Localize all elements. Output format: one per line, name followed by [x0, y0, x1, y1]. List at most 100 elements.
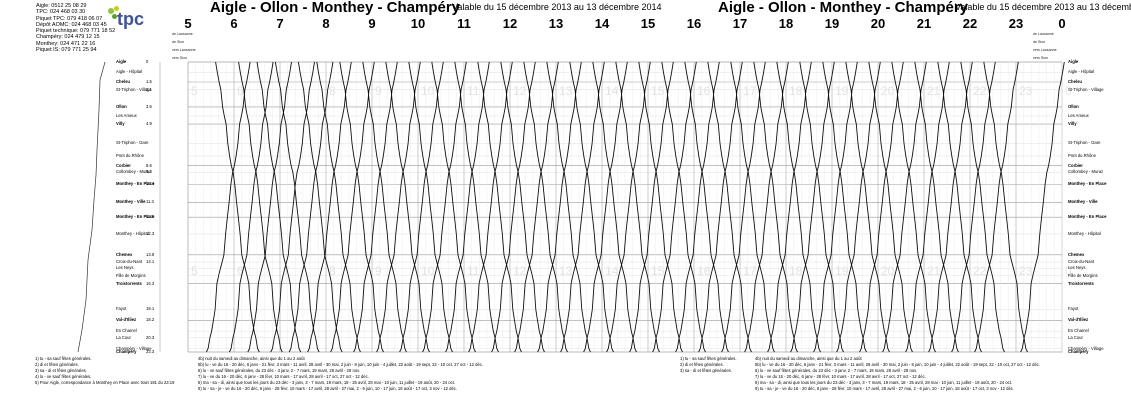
contact-line: Dépôt AOMC: 024 468 03 45: [36, 21, 107, 28]
trip-line-down: [454, 61, 499, 353]
note-line: 6) lu - ve sauf fêtes générales, du 23 d…: [755, 368, 918, 373]
station-label: Les Ameux: [1068, 112, 1089, 118]
station-label-left: Val-d'Illiez: [116, 317, 137, 323]
logo-text: tpc: [117, 9, 144, 29]
station-label-left: Pont du Rhône: [116, 152, 144, 158]
page-title: Aigle - Ollon - Monthey - Champéry: [210, 0, 461, 16]
station-label-left: En Chamel: [116, 328, 137, 334]
trip-line-down: [569, 61, 614, 353]
trip-line-up: [270, 61, 315, 353]
trip-line-up: [905, 61, 950, 353]
trip-line-up: [1020, 61, 1065, 353]
station-label-left: Aigle - Hôpital: [116, 69, 143, 75]
trip-line-down: [937, 61, 982, 353]
note-line: 9) tu - sa - je - ve du 16 - 20 déc, 6 j…: [755, 386, 1015, 391]
station-label-left: St-Triphon - Village: [116, 86, 152, 92]
station-label: Collombey - Muraz: [1068, 169, 1104, 175]
trip-line-up: [813, 61, 858, 353]
trip-line-down: [891, 61, 936, 353]
trip-line-down: [730, 61, 775, 353]
trip-line-down: [339, 61, 384, 353]
station-label: Chelsu: [1068, 79, 1082, 84]
trip-line-down: [983, 61, 1028, 353]
trip-line-up: [882, 61, 927, 353]
hour-label: 17: [732, 16, 748, 31]
note-line: 6) lu - ve sauf fêtes générales, du 23 d…: [198, 368, 361, 373]
hour-label: 18: [778, 16, 794, 31]
hour-label: 22: [962, 16, 978, 31]
trip-line-up: [859, 61, 904, 353]
trip-line-down: [362, 61, 407, 353]
hour-label: 23: [1008, 16, 1024, 31]
hour-watermark: 13: [559, 264, 573, 278]
hour-label: 13: [548, 16, 564, 31]
trip-line-down: [431, 61, 476, 353]
hour-label: 19: [824, 16, 840, 31]
hour-watermark: 19: [835, 264, 849, 278]
station-km: 18.1: [146, 306, 155, 312]
note-line: 5) Pour Aigle, correspondance à Monthey …: [35, 380, 175, 385]
trip-line-down: [316, 61, 361, 353]
trip-line-down: [661, 61, 706, 353]
station-km: 14.1: [146, 259, 155, 265]
station-label: Corbier: [1068, 162, 1083, 168]
trip-line-down: [215, 61, 260, 353]
direction-label: de Sion: [1033, 40, 1046, 44]
note-line: 9) tu - sa - je - ve du 16 - 20 déc, 6 j…: [198, 386, 458, 391]
trip-line-up: [228, 61, 274, 353]
hour-watermark: 15: [651, 84, 665, 98]
note-line: 4b) nuit du samedi au dimanche, ainsi qu…: [198, 356, 305, 361]
direction-label: vers Lausanne: [172, 48, 196, 52]
trip-line-up: [399, 61, 444, 353]
station-label: Champéry - Village: [1068, 345, 1104, 351]
note-line: 2) di et fêtes générales.: [680, 362, 724, 367]
trip-line-up: [606, 61, 651, 353]
hour-watermark: 0: [1065, 84, 1072, 98]
station-label-left: Monthey - Ville: [116, 199, 146, 205]
station-km: 10.4: [146, 181, 155, 187]
station-label: Monthey - En Place: [1068, 214, 1107, 220]
station-label-left: Chemex: [116, 251, 133, 257]
station-km: 11.3: [146, 199, 154, 205]
station-label: Villy: [1068, 121, 1077, 127]
station-label: Troistorrents: [1068, 280, 1094, 286]
note-line: 5b) lu - ve du 16 - 20 déc, 6 janv - 21 …: [198, 362, 484, 367]
trip-line-up: [537, 61, 582, 353]
contact-line: Champéry: 024 479 12 15: [36, 34, 100, 41]
hour-label: 8: [322, 16, 330, 31]
direction-label: de Lausanne: [172, 32, 193, 36]
station-label: Champéry: [1068, 349, 1089, 354]
trip-line-up: [330, 61, 375, 353]
station-km: 11.5: [146, 214, 154, 220]
hour-watermark: 9: [375, 264, 382, 278]
validity-text: Valable du 15 décembre 2013 au 13 décemb…: [452, 2, 662, 12]
station-label-left: Fayot: [116, 306, 127, 312]
hour-label: 16: [686, 16, 702, 31]
notes-right: 4b) nuit du samedi au dimanche, ainsi qu…: [755, 356, 1040, 392]
hour-watermark: 12: [513, 84, 527, 98]
hour-watermark: 8: [329, 84, 336, 98]
trip-line-down: [592, 61, 637, 353]
trip-line-down: [845, 61, 890, 353]
hour-label: 11: [457, 16, 471, 31]
trip-line-up: [721, 61, 766, 353]
hour-label: 5: [184, 16, 192, 31]
trip-line-up: [445, 61, 490, 353]
note-line: 1) tu - sa sauf fêtes générales.: [680, 356, 737, 361]
station-km: 23.3: [146, 349, 155, 354]
trip-line-down: [408, 61, 453, 353]
note-line: 8) ma - sa - di, ainsi que tous les jour…: [755, 380, 1013, 385]
trip-line-up: [629, 61, 674, 353]
hour-watermark: 10: [421, 264, 435, 278]
station-label-left: Monthey - En Place: [116, 181, 155, 187]
hour-watermark: 20: [881, 264, 895, 278]
station-label-left: Champéry - Village: [116, 345, 152, 351]
trip-line-up: [928, 61, 973, 353]
trip-line-down: [615, 61, 660, 353]
note-line: 3) sa - di et fêtes générales.: [35, 368, 87, 373]
trip-line-up: [583, 61, 628, 353]
trip-line-up: [767, 61, 812, 353]
trip-line-down: [385, 61, 430, 353]
trip-line-up: [247, 61, 292, 353]
